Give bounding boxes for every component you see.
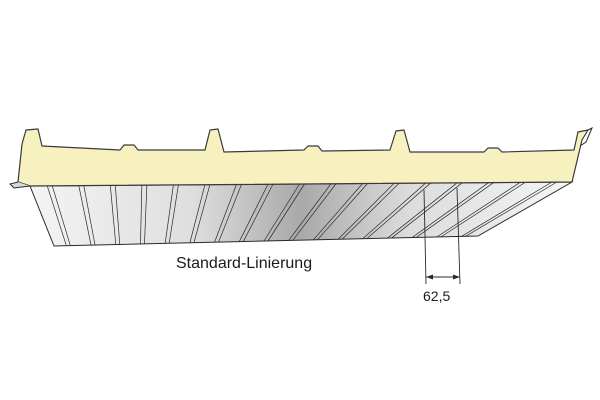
lining-rib-line: [341, 183, 400, 240]
lining-rib-line: [114, 185, 121, 245]
lining-rib-line: [140, 185, 143, 244]
lining-type-caption: Standard-Linierung: [176, 255, 313, 272]
lining-rib-line: [292, 183, 337, 241]
lining-rib-line: [263, 183, 300, 242]
lining-rib-line: [267, 183, 305, 242]
dimension-arrow-left: [426, 274, 433, 280]
lining-rib-line: [46, 185, 67, 246]
dimension-arrow-right: [453, 274, 460, 280]
lining-rib-line: [391, 182, 463, 239]
bottom-steel-lining: [29, 181, 574, 247]
lining-rib-line: [218, 184, 242, 243]
lining-rib-line: [436, 182, 521, 238]
lining-rib-line: [214, 184, 237, 243]
lining-rib-line: [238, 184, 269, 242]
lining-rib-line: [337, 183, 395, 240]
insulation-foam-core: [17, 128, 589, 187]
lining-rib-line: [78, 185, 92, 246]
lining-rib-line: [193, 184, 211, 243]
lining-rib-line: [288, 183, 332, 241]
lining-rib-line: [461, 181, 552, 237]
lining-rib-line: [440, 182, 526, 238]
right-edge-hook: [579, 126, 593, 147]
lining-rib-line: [168, 184, 179, 244]
lining-rib-line: [109, 185, 117, 245]
lining-rib-line: [387, 182, 458, 239]
lining-rib-line: [83, 185, 96, 246]
lining-rib-line: [465, 181, 557, 237]
lining-rib-line: [362, 182, 426, 239]
lining-rib-line: [144, 185, 148, 244]
dimension-extension-left: [423, 189, 427, 285]
lining-rib-line: [313, 183, 363, 241]
lining-rib-line: [164, 184, 174, 244]
dimension-extension-right: [456, 187, 461, 285]
lining-rib-line: [317, 183, 368, 241]
lining-rib-line: [416, 182, 494, 238]
lining-rib-line: [242, 184, 274, 242]
lining-rib-line: [189, 184, 206, 243]
lining-rib-line: [366, 182, 431, 239]
rib-spacing-dimension: 62,5: [423, 288, 451, 304]
lining-rib-line: [51, 185, 71, 246]
left-edge-hook: [9, 181, 31, 189]
